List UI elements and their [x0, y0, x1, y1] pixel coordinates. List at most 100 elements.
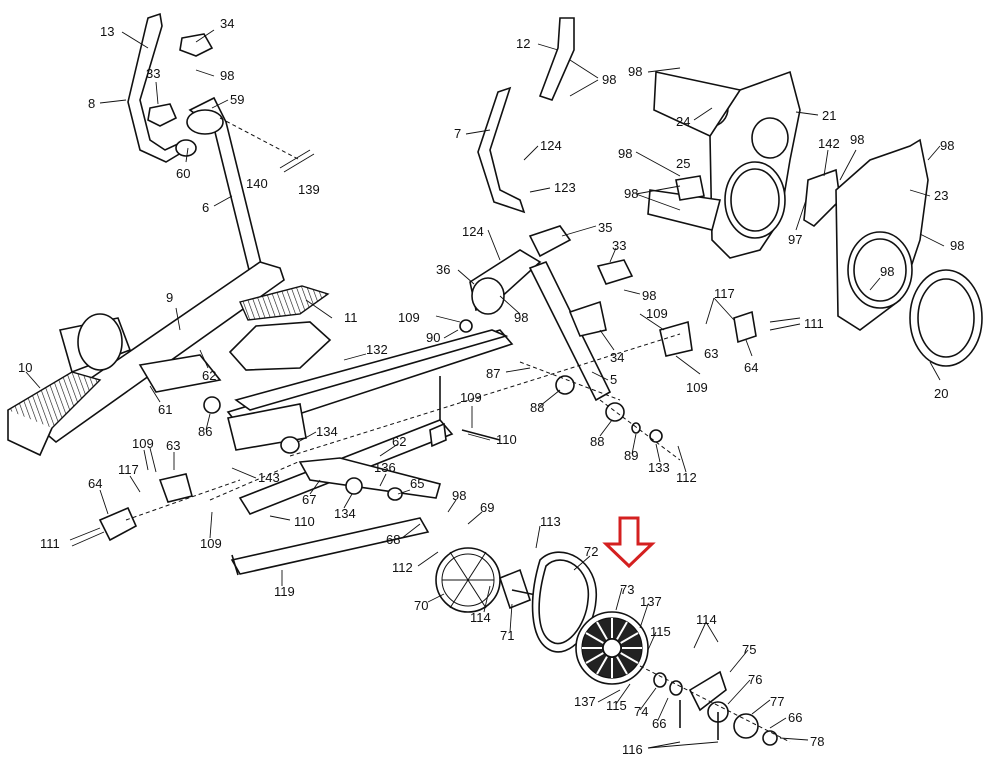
part-label-137: 137 — [640, 594, 662, 609]
part-labels: 13 34 98 33 8 5 9 60 140 139 6 12 98 7 12… — [18, 16, 964, 757]
part-label-124: 124 — [462, 224, 484, 239]
flywheel-spoke — [620, 652, 639, 664]
part-label-34: 34 — [610, 350, 624, 365]
part-label-63: 63 — [704, 346, 718, 361]
part-label-35: 35 — [598, 220, 612, 235]
part-label-36: 36 — [436, 262, 450, 277]
part-label-69: 69 — [480, 500, 494, 515]
part-label-76: 76 — [748, 672, 762, 687]
part-label-98: 98 — [618, 146, 632, 161]
part-label-9: 9 — [166, 290, 173, 305]
part-label-111: 111 — [804, 316, 824, 331]
flywheel-spoke — [596, 656, 608, 675]
part-label-11: 11 — [344, 310, 358, 325]
part-label-8: 8 — [88, 96, 95, 111]
part-label-6: 6 — [202, 200, 209, 215]
part-label-109: 109 — [686, 380, 708, 395]
part-label-98: 98 — [880, 264, 894, 279]
part-label-98: 98 — [452, 488, 466, 503]
part-label-98: 98 — [950, 238, 964, 253]
part-label-98: 98 — [220, 68, 234, 83]
part-label-98: 98 — [602, 72, 616, 87]
part-label-110: 110 — [294, 514, 315, 529]
part-label-66: 66 — [788, 710, 802, 725]
part-label-109: 109 — [132, 436, 154, 451]
part-label-63: 63 — [166, 438, 180, 453]
part-label-24: 24 — [676, 114, 690, 129]
part-label-98: 98 — [940, 138, 954, 153]
part-label-98: 98 — [514, 310, 528, 325]
part-label-13: 13 — [100, 24, 114, 39]
part-label-112: 112 — [392, 560, 413, 575]
part-label-115: 115 — [606, 698, 627, 713]
part-label-133: 133 — [648, 460, 670, 475]
part-label-109: 109 — [398, 310, 420, 325]
left-upper-handlebar — [127, 12, 315, 276]
part-label-142: 142 — [818, 136, 840, 151]
center-rail — [234, 319, 509, 448]
part-label-10: 10 — [18, 360, 32, 375]
shroud-covers — [647, 70, 983, 367]
part-label-113: 113 — [540, 514, 561, 529]
part-label-62: 62 — [392, 434, 406, 449]
part-label-68: 68 — [386, 532, 400, 547]
part-label-134: 134 — [334, 506, 356, 521]
part-label-134: 134 — [316, 424, 338, 439]
part-label-139: 139 — [298, 182, 320, 197]
part-label-98: 98 — [850, 132, 864, 147]
part-label-34: 34 — [220, 16, 234, 31]
part-label-124: 124 — [540, 138, 562, 153]
part-label-71: 71 — [500, 628, 514, 643]
part-label-143: 143 — [258, 470, 280, 485]
flywheel-spoke — [616, 656, 628, 675]
part-label-112: 112 — [676, 470, 697, 485]
part-label-114: 114 — [696, 612, 717, 627]
part-label-25: 25 — [676, 156, 690, 171]
part-label-109: 109 — [460, 390, 482, 405]
part-label-86: 86 — [198, 424, 212, 439]
part-label-137: 137 — [574, 694, 596, 709]
part-label-77: 77 — [770, 694, 784, 709]
part-label-66: 66 — [652, 716, 666, 731]
part-label-12: 12 — [516, 36, 530, 51]
part-label-64: 64 — [744, 360, 758, 375]
part-label-111: 111 — [40, 536, 60, 551]
part-label-21: 21 — [822, 108, 836, 123]
part-label-98: 98 — [642, 288, 656, 303]
part-label-33: 33 — [612, 238, 626, 253]
flywheel-spoke — [616, 621, 628, 640]
part-label-109: 109 — [646, 306, 668, 321]
part-label-67: 67 — [302, 492, 316, 507]
part-label-132: 132 — [366, 342, 388, 357]
part-label-7: 7 — [454, 126, 461, 141]
part-label-140: 140 — [246, 176, 268, 191]
part-label-119: 119 — [274, 584, 295, 599]
part-label-117: 117 — [118, 462, 139, 477]
part-label-116: 116 — [622, 742, 643, 757]
part-label-109: 109 — [200, 536, 222, 551]
leader-lines — [25, 29, 945, 749]
part-label-90: 90 — [426, 330, 440, 345]
part-label-60: 60 — [176, 166, 190, 181]
part-label-89: 89 — [624, 448, 638, 463]
part-label-117: 117 — [714, 286, 735, 301]
flywheel-spoke — [596, 621, 608, 640]
part-label-5: 5 — [610, 372, 617, 387]
part-label-62: 62 — [202, 368, 216, 383]
part-label-33: 33 — [146, 66, 160, 81]
part-label-23: 23 — [934, 188, 948, 203]
part-label-70: 70 — [414, 598, 428, 613]
part-label-115: 115 — [650, 624, 671, 639]
part-label-64: 64 — [88, 476, 102, 491]
part-label-88: 88 — [530, 400, 544, 415]
flywheel-spoke — [620, 632, 639, 644]
part-label-110: 110 — [496, 432, 517, 447]
flywheel-spoke — [585, 632, 604, 644]
part-label-114: 114 — [470, 610, 491, 625]
part-label-61: 61 — [158, 402, 172, 417]
part-label-78: 78 — [810, 734, 824, 749]
part-label-97: 97 — [788, 232, 802, 247]
part-label-136: 136 — [374, 460, 396, 475]
flywheel-spoke — [585, 652, 604, 664]
